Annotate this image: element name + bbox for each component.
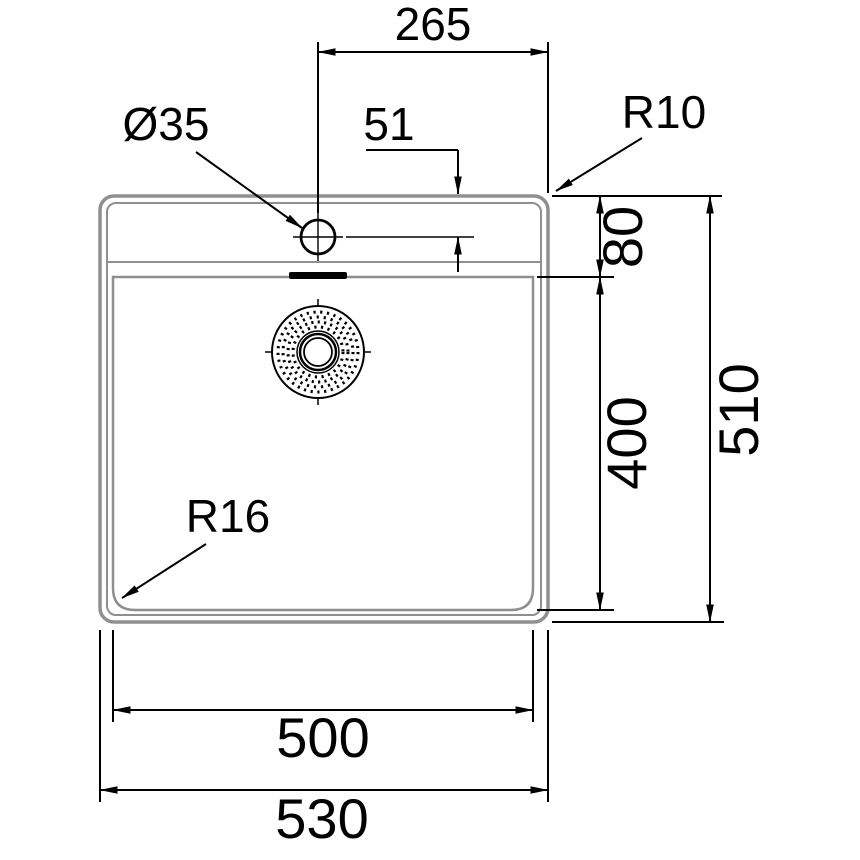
hole-diameter-label: Ø35 <box>123 98 210 150</box>
dim-51-label: 51 <box>363 98 414 150</box>
faucet-hole <box>293 212 343 261</box>
dim-500-label: 500 <box>276 706 369 769</box>
drain-knurl-ring-2 <box>281 315 355 389</box>
drain <box>265 299 371 405</box>
label-bowl-corner-radius: R16 <box>121 490 270 599</box>
drain-knurl-ring-4 <box>291 325 345 379</box>
dimension-bowl-depth: 400 <box>537 276 658 611</box>
r16-label: R16 <box>186 490 270 542</box>
r10-leader <box>555 137 643 192</box>
dim-265-label: 265 <box>395 0 472 50</box>
label-hole-diameter: Ø35 <box>123 98 303 229</box>
dim-530-label: 530 <box>275 787 368 850</box>
dim-400-label: 400 <box>595 396 658 489</box>
overflow-slot <box>289 272 347 279</box>
dimension-bowl-width: 500 <box>112 630 534 769</box>
drain-outer-circle <box>271 305 365 399</box>
dimension-deck-depth: 80 <box>537 195 722 278</box>
dimension-hole-offset: 51 <box>346 98 474 272</box>
bowl-outline <box>111 275 535 612</box>
drain-plug-circle <box>303 337 333 367</box>
dimension-overall-depth: 510 <box>552 195 770 623</box>
sink-outer-edge <box>98 194 550 624</box>
dim-80-label: 80 <box>591 206 654 268</box>
sink-rim-inner-edge <box>106 202 542 616</box>
label-outer-corner-radius: R10 <box>555 86 706 192</box>
drain-knurl-ring-3 <box>286 320 350 384</box>
dimension-overall-width: 530 <box>99 630 549 850</box>
r10-label: R10 <box>622 86 706 138</box>
dim-510-label: 510 <box>707 363 770 456</box>
hole-diameter-leader <box>195 151 303 229</box>
drain-knurl-ring-1 <box>276 310 360 394</box>
sink-body <box>98 194 550 624</box>
dimension-top-width: 265 <box>317 0 549 213</box>
drain-mid-circle <box>296 330 340 374</box>
r16-leader <box>121 543 207 599</box>
drain-inner-circle <box>298 332 338 372</box>
